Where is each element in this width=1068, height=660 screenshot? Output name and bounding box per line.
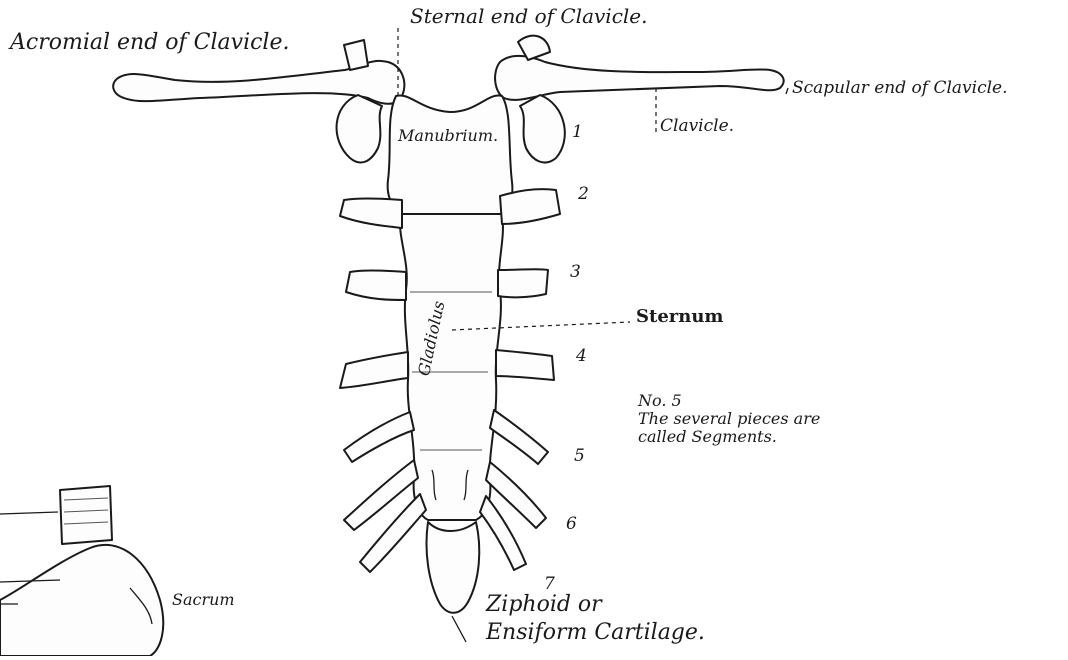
caption-line-1: The several pieces are [638, 410, 820, 428]
sternum-label: Sternum [636, 308, 723, 326]
sternal-label: Sternal end of Clavicle. [410, 6, 647, 26]
ziphoid-label-line1: Ziphoid or [486, 594, 602, 616]
scapular-label: Scapular end of Clavicle. [792, 80, 1008, 97]
rib-number-4: 4 [576, 348, 587, 365]
rib-number-2: 2 [578, 186, 589, 203]
lumbar-vertebra [60, 486, 112, 544]
rib-number-7: 7 [544, 576, 555, 593]
pelvis-fragment [0, 545, 163, 656]
right-rib-4 [496, 350, 554, 380]
acromial-label: Acromial end of Clavicle. [10, 32, 289, 54]
right-clavicle [495, 56, 784, 100]
caption-line-2: called Segments. [638, 428, 820, 446]
left-rib-5 [344, 412, 414, 462]
sacrum-label: Sacrum [172, 592, 235, 608]
left-rib-2 [340, 199, 402, 229]
rib-number-3: 3 [570, 264, 581, 281]
xiphoid-shape [427, 522, 480, 613]
left-first-rib [337, 95, 382, 163]
right-rib-2 [500, 189, 560, 224]
ziphoid-leader [452, 616, 466, 642]
right-first-rib [520, 95, 565, 163]
manubrium-shape [388, 95, 513, 214]
caption-number: No. 5 [638, 392, 820, 410]
left-stump [344, 40, 368, 70]
figure-caption: No. 5 The several pieces are called Segm… [638, 392, 820, 446]
left-rib-3 [346, 271, 406, 301]
right-rib-5 [490, 410, 548, 464]
right-rib-3 [498, 269, 548, 297]
rib-number-5: 5 [574, 448, 585, 465]
clavicle-label: Clavicle. [660, 118, 734, 135]
manubrium-label: Manubrium. [398, 128, 498, 144]
rib-number-1: 1 [572, 124, 583, 141]
ziphoid-label-line2: Ensiform Cartilage. [486, 622, 705, 644]
rib-number-6: 6 [566, 516, 577, 533]
left-rib-4 [340, 352, 408, 388]
scapular-leader [786, 88, 788, 94]
